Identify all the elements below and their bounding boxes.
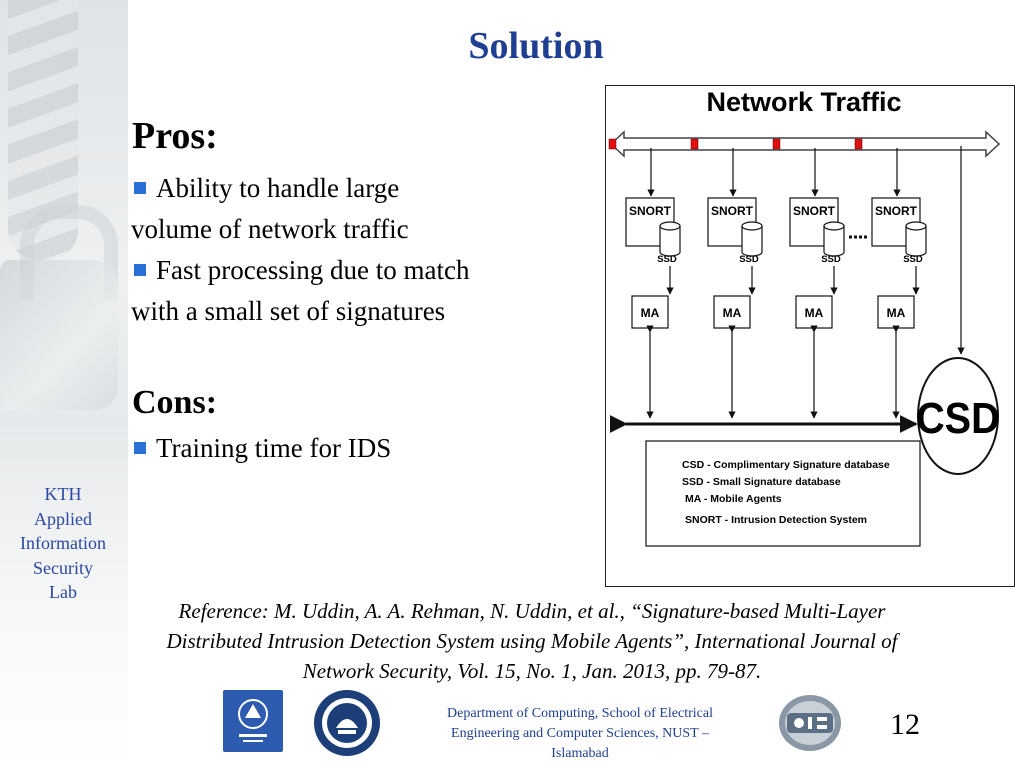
ids-stack: SNORT SSD MA	[625, 148, 681, 419]
bullet-square-icon	[134, 264, 146, 277]
ids-stack: SNORT SSD MA	[707, 148, 763, 419]
ssd-label: SSD	[821, 254, 841, 265]
cons-bullet-1: Training time for IDS	[131, 428, 391, 469]
pros-heading: Pros:	[132, 115, 218, 157]
packet-marker	[608, 138, 617, 150]
ids-stack: SNORT SSD MA	[789, 148, 845, 419]
padlock-image	[0, 260, 118, 410]
snort-label: SNORT	[711, 204, 754, 218]
lab-name-line: KTH	[44, 484, 82, 504]
ssd-label: SSD	[657, 254, 677, 265]
page-number: 12	[890, 708, 920, 741]
reference-line: Network Security, Vol. 15, No. 1, Jan. 2…	[302, 659, 762, 683]
bullet-square-icon	[134, 182, 146, 195]
ma-box	[713, 295, 751, 329]
ma-box	[631, 295, 669, 329]
ma-box	[877, 295, 915, 329]
bullet-line: Fast processing due to match	[131, 250, 469, 291]
bullet-line: with a small set of signatures	[131, 296, 446, 326]
snort-label: SNORT	[875, 204, 918, 218]
ssd-cylinder-top	[823, 221, 845, 231]
csd-label: CSD	[916, 393, 1000, 442]
ssd-cylinder	[905, 225, 927, 257]
snort-label: SNORT	[629, 204, 672, 218]
packet-marker	[772, 138, 781, 150]
csd-node	[917, 357, 999, 475]
bullet-text: Training time for IDS	[156, 433, 392, 463]
bullet-square-icon	[134, 442, 146, 455]
ssd-cylinder-top	[741, 221, 763, 231]
network-diagram-svg: Network Traffic SNORTSSDMASNORTSSDMASNOR…	[608, 87, 1001, 547]
cons-heading: Cons:	[132, 384, 218, 421]
diagram-title: Network Traffic	[706, 87, 901, 117]
bullet-text: Fast processing due to match	[156, 255, 470, 285]
left-decorative-strip	[0, 0, 128, 768]
bullet-line: Ability to handle large	[131, 168, 409, 209]
reference-line: Distributed Intrusion Detection System u…	[166, 629, 898, 653]
department-line: Department of Computing, School of Elect…	[447, 706, 713, 721]
ma-label: MA	[805, 306, 824, 320]
nust-logo	[312, 688, 382, 758]
department-footer: Department of Computing, School of Elect…	[402, 704, 758, 764]
ssd-cylinder	[741, 225, 763, 257]
department-line: Engineering and Computer Sciences, NUST …	[451, 726, 709, 741]
ssd-cylinder-top	[659, 221, 681, 231]
ssd-cylinder	[823, 225, 845, 257]
ids-stacks: SNORT SSD MA SNORT SSD MA SNORT SSD MA SNORT SSD MA	[625, 148, 927, 419]
bullet-text: Ability to handle large	[156, 173, 400, 203]
lab-name-line: Security	[33, 557, 93, 578]
ids-stack: SNORT SSD MA	[871, 148, 927, 419]
kth-logo	[223, 690, 283, 752]
traffic-bar	[609, 130, 1001, 158]
packet-markers	[608, 138, 863, 150]
snort-label: SNORT	[793, 204, 836, 218]
packet-marker	[690, 138, 699, 150]
legend-box	[645, 440, 921, 547]
legend-item: CSD - Complimentary Signature database	[682, 459, 890, 471]
pros-bullet-1: Ability to handle large volume of networ…	[131, 168, 409, 250]
reference-line: Reference: M. Uddin, A. A. Rehman, N. Ud…	[178, 599, 886, 623]
department-line: Islamabad	[551, 746, 609, 761]
ssd-label: SSD	[903, 254, 923, 265]
ma-label: MA	[641, 306, 660, 320]
slide-title: Solution	[468, 25, 604, 67]
packet-marker	[854, 138, 863, 150]
ais-logo	[777, 693, 843, 753]
ssd-cylinder	[659, 225, 681, 257]
pros-bullet-2: Fast processing due to match with a smal…	[131, 250, 469, 332]
legend-item: MA - Mobile Agents	[685, 493, 782, 505]
lab-name-line: Lab	[49, 582, 77, 602]
bullet-line: Training time for IDS	[131, 428, 391, 469]
lab-name-line: Information	[20, 533, 106, 553]
ssd-cylinder-top	[905, 221, 927, 231]
lab-name: KTH Applied Information Security Lab	[4, 482, 122, 605]
legend-item: SSD - Small Signature database	[682, 476, 841, 488]
ma-label: MA	[887, 306, 906, 320]
ma-label: MA	[723, 306, 742, 320]
ssd-label: SSD	[739, 254, 759, 265]
bullet-line: volume of network traffic	[131, 214, 409, 244]
legend-item: SNORT - Intrusion Detection System	[685, 514, 867, 526]
reference-citation: Reference: M. Uddin, A. A. Rehman, N. Ud…	[76, 596, 988, 686]
lab-name-line: Applied	[34, 508, 92, 529]
